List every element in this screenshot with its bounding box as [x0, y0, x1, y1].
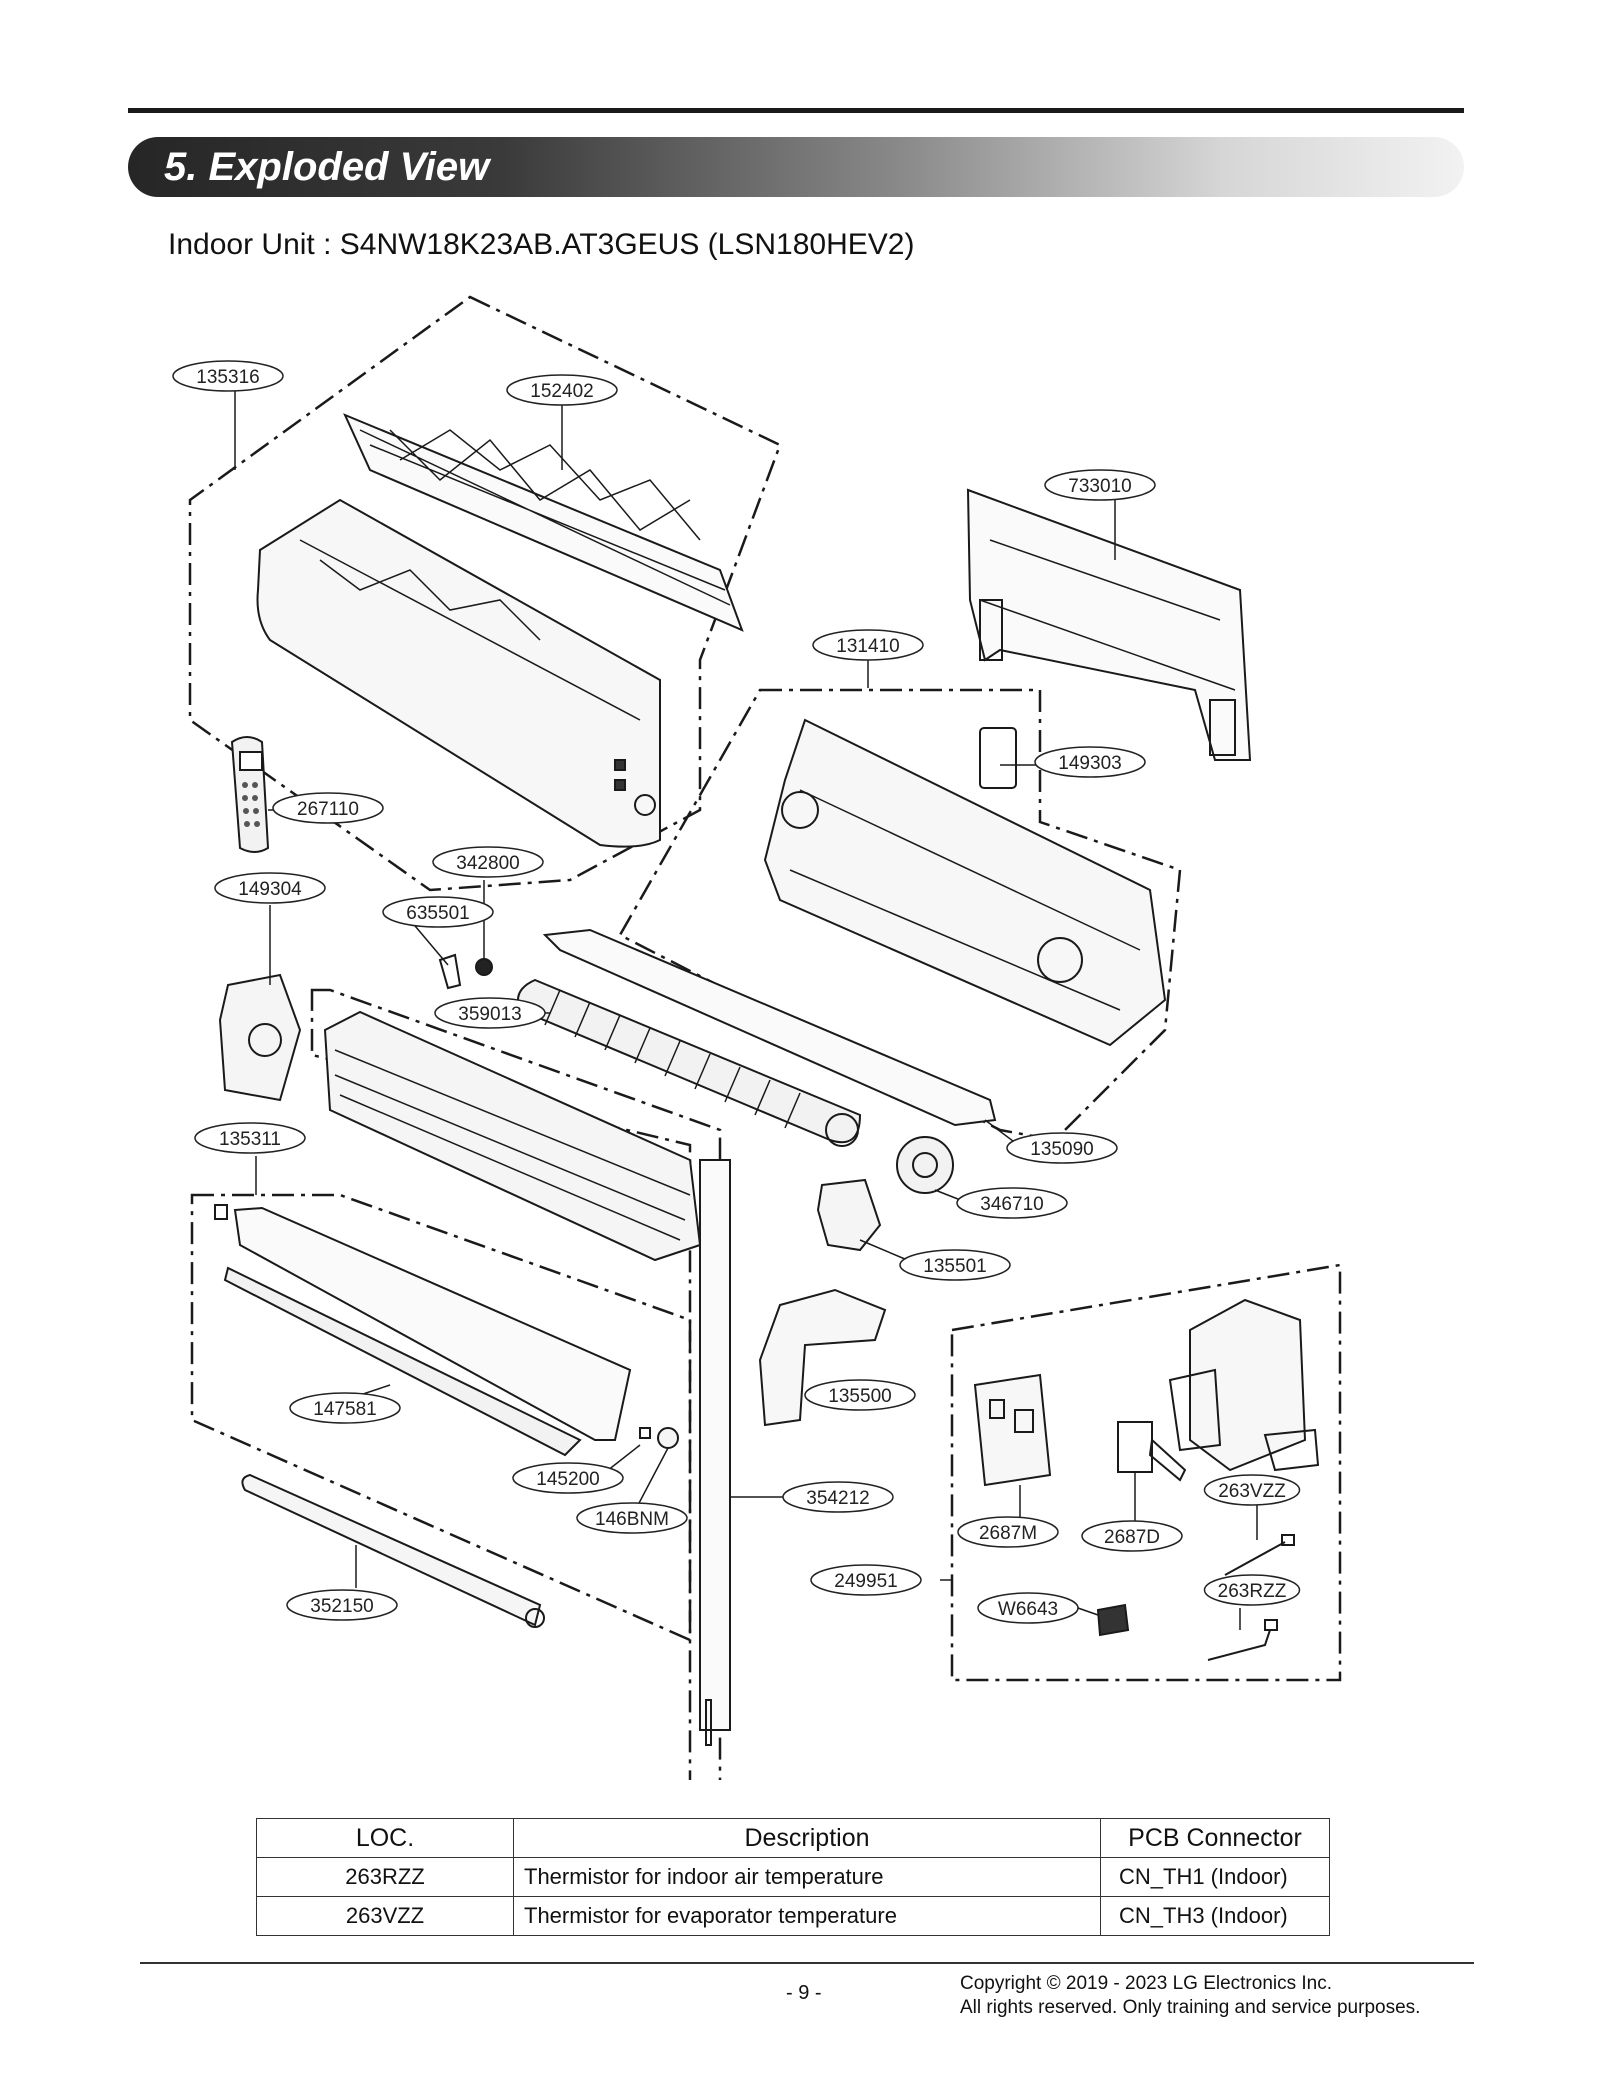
- front-panel-illustration: [256, 498, 661, 848]
- chassis-illustration: [763, 718, 1167, 1047]
- part-number-label: 359013: [458, 1004, 521, 1025]
- part-number-label: 352150: [310, 1596, 373, 1617]
- part-callout-249951: 249951: [810, 1564, 922, 1596]
- part-number-label: 145200: [536, 1469, 599, 1490]
- part-number-label: 346710: [980, 1194, 1043, 1215]
- legend-cell-description: Thermistor for evaporator temperature: [513, 1896, 1101, 1936]
- step-motor-illustration: [639, 1427, 679, 1449]
- louver-illustration: [214, 1204, 632, 1457]
- cross-flow-fan-illustration: [516, 978, 862, 1147]
- page-number: - 9 -: [786, 1982, 822, 2004]
- copyright-line-1: Copyright © 2019 - 2023 LG Electronics I…: [960, 1973, 1333, 1994]
- part-callout-149303: 149303: [1034, 746, 1146, 778]
- model-subtitle: Indoor Unit : S4NW18K23AB.AT3GEUS (LSN18…: [168, 228, 915, 261]
- part-callout-146bnm: 146BNM: [576, 1502, 688, 1534]
- part-number-label: 267110: [297, 799, 359, 820]
- part-number-label: 354212: [806, 1488, 869, 1509]
- part-number-label: 135500: [828, 1386, 891, 1407]
- motor-cover-illustration: [758, 1288, 887, 1427]
- mounting-plate-illustration: [966, 488, 1252, 761]
- part-number-label: 149304: [238, 879, 302, 900]
- part-number-label: 635501: [406, 903, 469, 924]
- remote-control-illustration: [230, 736, 270, 853]
- part-callout-346710: 346710: [956, 1187, 1068, 1219]
- part-callout-149304: 149304: [214, 872, 326, 904]
- side-bracket-illustration: [218, 973, 302, 1102]
- part-number-label: 147581: [313, 1399, 376, 1420]
- part-number-label: 2687M: [979, 1523, 1037, 1544]
- part-callout-263rzz: 263RZZ: [1203, 1574, 1301, 1606]
- legend-header-row: LOC. Description PCB Connector: [256, 1818, 1330, 1858]
- part-callout-342800: 342800: [432, 846, 544, 878]
- part-callout-135501: 135501: [899, 1249, 1011, 1281]
- legend-cell-description: Thermistor for indoor air temperature: [513, 1857, 1101, 1897]
- part-number-label: 146BNM: [595, 1509, 669, 1530]
- drain-pan-illustration: [542, 928, 997, 1127]
- part-callout-267110: 267110: [272, 792, 384, 824]
- part-number-label: 135501: [923, 1256, 986, 1277]
- vertical-pipe-illustration: [699, 1159, 731, 1746]
- thermistor-illustration: [1096, 1534, 1295, 1661]
- louver-group-outline: [190, 1193, 692, 1642]
- control-box-illustration: [1168, 1298, 1320, 1472]
- part-callout-733010: 733010: [1044, 469, 1156, 501]
- legend-cell-connector: CN_TH3 (Indoor): [1100, 1896, 1330, 1936]
- part-number-label: 152402: [530, 381, 593, 402]
- evaporator-illustration: [323, 1010, 702, 1262]
- pipe-illustration: [241, 1473, 545, 1628]
- legend-cell-loc: 263VZZ: [256, 1896, 514, 1936]
- electrical-group-outline: [950, 1263, 1342, 1682]
- part-number-label: 131410: [836, 636, 899, 657]
- copyright-line-2: All rights reserved. Only training and s…: [960, 1997, 1421, 2018]
- part-callout-135090: 135090: [1006, 1132, 1118, 1164]
- legend-cell-connector: CN_TH1 (Indoor): [1100, 1857, 1330, 1897]
- part-callout-135316: 135316: [172, 360, 284, 392]
- part-number-label: 135311: [219, 1129, 281, 1150]
- part-callout-152402: 152402: [506, 374, 618, 406]
- part-callout-263vzz: 263VZZ: [1203, 1474, 1301, 1506]
- display-pcb-illustration: [1117, 1421, 1187, 1482]
- part-callout-145200: 145200: [512, 1462, 624, 1494]
- part-number-label: 263RZZ: [1218, 1581, 1287, 1602]
- bottom-rule: [140, 1962, 1474, 1964]
- legend-header-description: Description: [513, 1818, 1101, 1858]
- part-number-label: 249951: [834, 1571, 897, 1592]
- top-rule: [128, 108, 1464, 113]
- part-number-label: 263VZZ: [1218, 1481, 1286, 1502]
- fan-motor-illustration: [816, 1136, 954, 1252]
- part-callout-131410: 131410: [812, 629, 924, 661]
- part-callout-635501: 635501: [382, 896, 494, 928]
- part-number-label: 135316: [196, 367, 259, 388]
- part-callout-354212: 354212: [782, 1481, 894, 1513]
- part-number-label: 135090: [1030, 1139, 1093, 1160]
- part-number-label: 733010: [1068, 476, 1131, 497]
- part-number-label: 149303: [1058, 753, 1121, 774]
- legend-header-loc: LOC.: [256, 1818, 514, 1858]
- part-callout-135500: 135500: [804, 1379, 916, 1411]
- section-banner: 5. Exploded View: [128, 137, 1464, 197]
- part-number-label: W6643: [998, 1599, 1058, 1620]
- part-callout-2687d: 2687D: [1081, 1520, 1183, 1552]
- front-grille-illustration: [343, 413, 744, 632]
- part-number-label: 2687D: [1104, 1527, 1160, 1548]
- front-panel-group-outline: [188, 295, 782, 892]
- section-title: 5. Exploded View: [164, 145, 490, 189]
- table-row: 263RZZ Thermistor for indoor air tempera…: [256, 1857, 1330, 1897]
- connector-legend-table: LOC. Description PCB Connector 263RZZ Th…: [256, 1818, 1330, 1936]
- part-labels: 135316 152402 733010 131410 149303 267110 3428…: [172, 360, 1301, 1624]
- table-row: 263VZZ Thermistor for evaporator tempera…: [256, 1896, 1330, 1936]
- legend-cell-loc: 263RZZ: [256, 1857, 514, 1897]
- main-pcb-illustration: [973, 1373, 1052, 1487]
- part-callout-147581: 147581: [289, 1392, 401, 1424]
- part-callout-359013: 359013: [434, 997, 546, 1029]
- part-callout-2687m: 2687M: [957, 1516, 1059, 1548]
- small-parts-illustration: [438, 953, 493, 990]
- part-callout-w6643: W6643: [977, 1592, 1079, 1624]
- exploded-view-diagram: 135316 152402 733010 131410 149303 267110 3428…: [172, 295, 1342, 1780]
- part-number-label: 342800: [456, 853, 519, 874]
- part-callout-352150: 352150: [286, 1589, 398, 1621]
- copyright-notice: Copyright © 2019 - 2023 LG Electronics I…: [960, 1972, 1420, 2020]
- part-callout-135311: 135311: [194, 1122, 306, 1154]
- legend-header-connector: PCB Connector: [1100, 1818, 1330, 1858]
